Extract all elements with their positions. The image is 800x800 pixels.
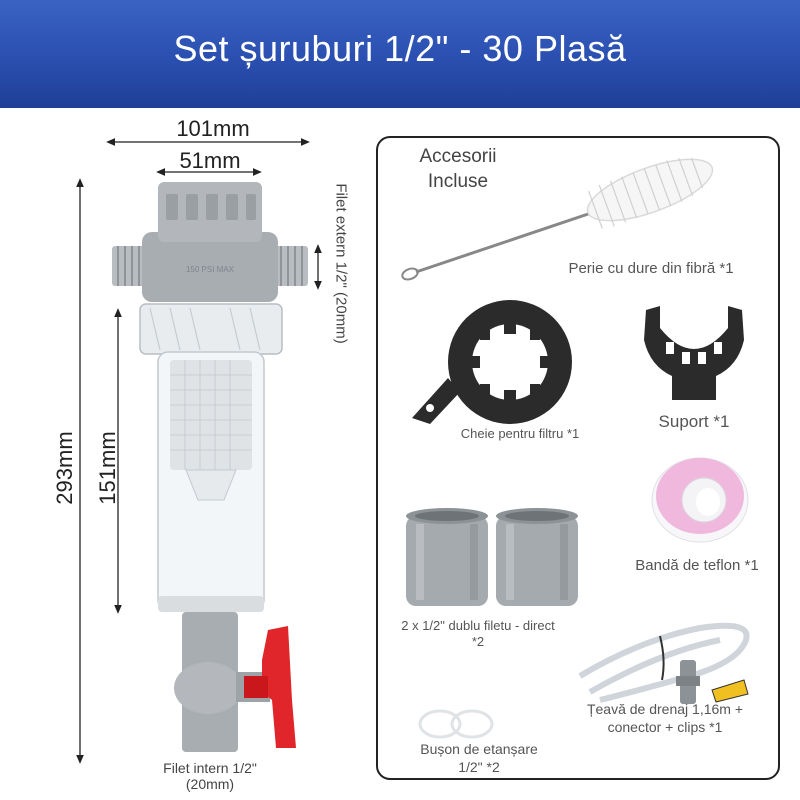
- accessories-heading-line2: Incluse: [427, 171, 489, 192]
- bracket-label: Suport *1: [658, 412, 730, 431]
- drain-hose-label-line2: conector + clips *1: [607, 719, 723, 735]
- accessories-heading: Accesorii Incluse: [392, 144, 524, 194]
- drain-hose-label: Țeavă de drenaj 1,16m + conector + clips…: [570, 700, 760, 736]
- bottom-thread-label: Filet intern 1/2" (20mm): [130, 760, 290, 792]
- adapters-label-line1: 2 x 1/2" dublu filetu - direct: [401, 618, 555, 633]
- page-title: Set șuruburi 1/2" - 30 Plasă: [173, 28, 627, 69]
- bottom-thread-line2: (20mm): [185, 776, 235, 792]
- psi-embossing: 150 PSI MAX: [186, 265, 235, 274]
- sealing-rings-label-line1: Bușon de etanșare: [420, 741, 538, 757]
- accessories-heading-line1: Accesorii: [419, 146, 497, 167]
- accessories-panel: [376, 136, 780, 780]
- brush-label: Perie cu dure din fibră *1: [568, 260, 734, 277]
- total-width-label: 101mm: [176, 116, 250, 141]
- adapters-label-line2: *2: [471, 634, 485, 649]
- filter-key-label: Cheie pentru filtru *1: [460, 426, 580, 441]
- teflon-tape-label: Bandă de teflon *1: [635, 557, 759, 574]
- sealing-rings-label-line2: 1/2" *2: [458, 759, 500, 775]
- adapters-label: 2 x 1/2" dublu filetu - direct *2: [378, 618, 578, 650]
- sealing-rings-label: Bușon de etanșare 1/2" *2: [394, 740, 564, 776]
- title-banner: Set șuruburi 1/2" - 30 Plasă: [0, 0, 800, 108]
- bottom-thread-line1: Filet intern 1/2": [163, 760, 257, 776]
- drain-hose-label-line1: Țeavă de drenaj 1,16m +: [586, 701, 744, 717]
